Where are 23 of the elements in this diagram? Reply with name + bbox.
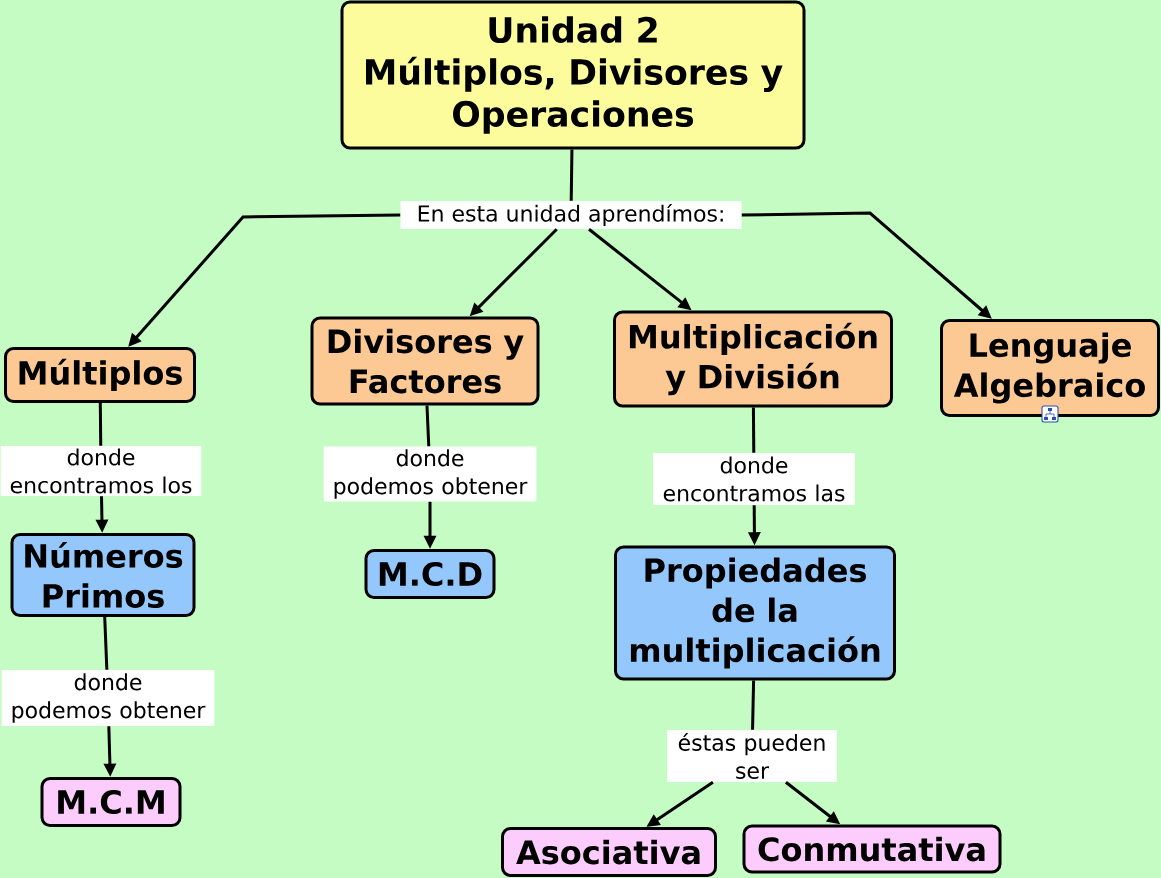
linking-phrase: donde podemos obtener	[1, 670, 215, 726]
linking-phrase: En esta unidad aprendímos:	[400, 201, 742, 229]
connector-line	[751, 680, 756, 730]
concept-box: Multiplicación y División	[613, 310, 893, 408]
concept-box: M.C.D	[364, 549, 496, 599]
concept-box: Propiedades de la multiplicación	[614, 545, 896, 681]
linking-phrase: donde encontramos las	[653, 453, 855, 505]
connector-line	[425, 405, 431, 447]
concept-box: Unidad 2 Múltiplos, Divisores y Operaciones	[340, 0, 806, 150]
concept-box: Múltiplos	[4, 347, 196, 403]
connector-line	[569, 149, 574, 201]
concept-box: Divisores y Factores	[310, 316, 540, 406]
connector-line	[98, 403, 103, 446]
concept-box: Números Primos	[10, 533, 196, 617]
connector-line	[751, 407, 756, 453]
linking-phrase: donde encontramos los	[0, 446, 202, 496]
concept-box: M.C.M	[40, 777, 182, 827]
linking-phrase: éstas pueden ser	[667, 730, 837, 782]
concept-box: Conmutativa	[742, 824, 1002, 874]
linking-phrase: donde podemos obtener	[323, 446, 537, 502]
concept-box: Lenguaje Algebraico	[940, 319, 1160, 417]
concept-box: Asociativa	[501, 827, 717, 877]
connector-line	[103, 616, 109, 670]
